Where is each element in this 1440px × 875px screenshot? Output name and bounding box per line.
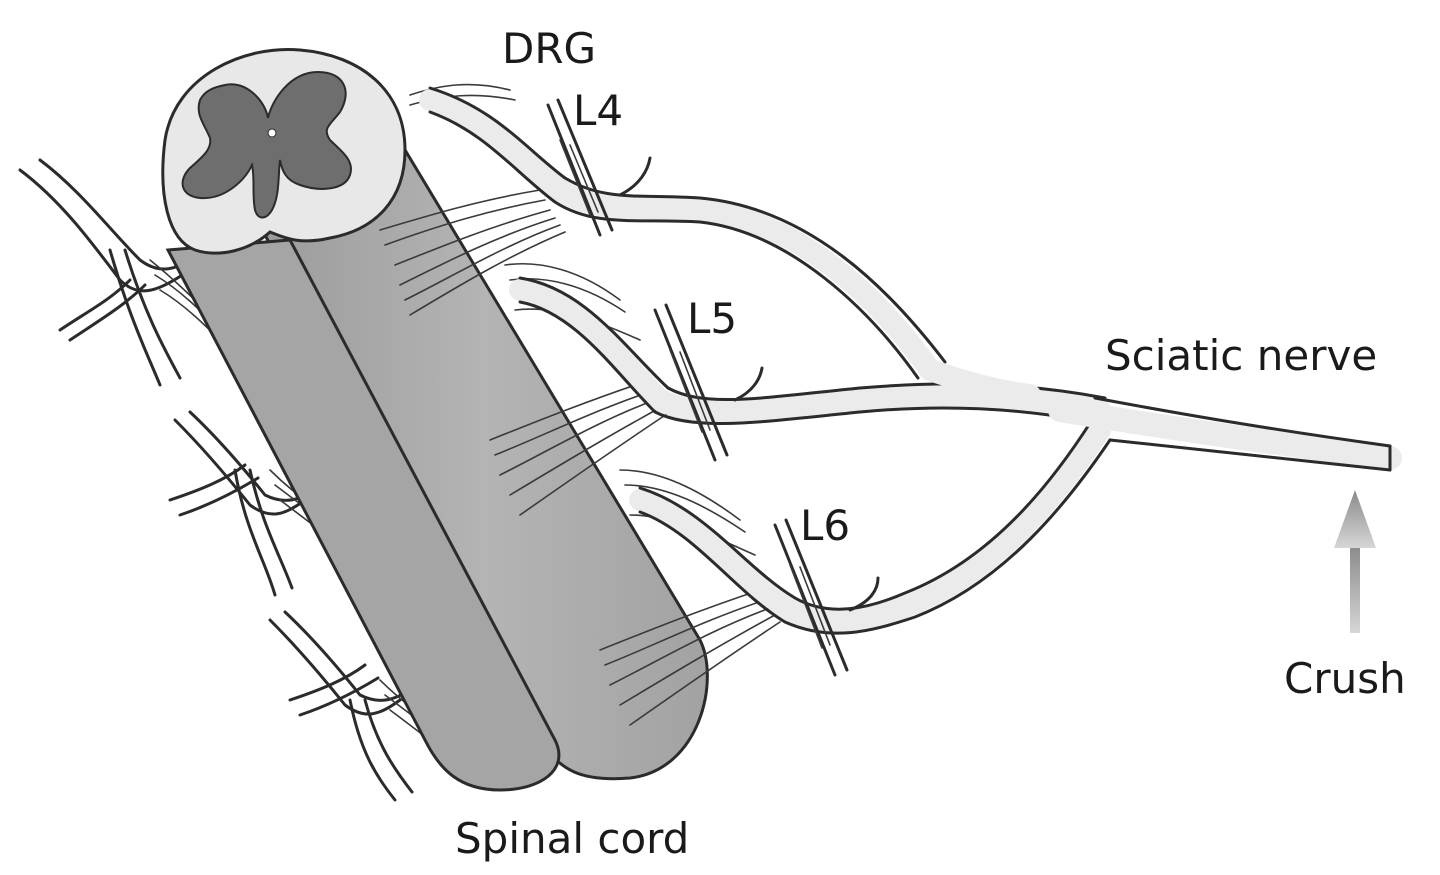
label-l6: L6 [800, 501, 850, 550]
drg-l5 [653, 303, 729, 462]
label-crush: Crush [1284, 654, 1406, 703]
label-l4: L4 [573, 86, 623, 135]
drg-l4 [546, 98, 614, 237]
rootlets-l6 [599, 469, 781, 726]
crush-arrow [1334, 490, 1376, 633]
label-spinal-cord: Spinal cord [455, 814, 689, 863]
sciatic-nerve-tree [419, 86, 1402, 635]
label-sciatic-nerve: Sciatic nerve [1105, 331, 1377, 380]
label-drg: DRG [502, 24, 596, 73]
grey-matter [181, 70, 352, 219]
spinal-cord [161, 47, 709, 792]
rootlets-l4 [379, 83, 566, 316]
label-l5: L5 [687, 294, 737, 343]
left-nerve-roots [18, 158, 456, 802]
central-canal [267, 128, 277, 138]
drg-l6 [773, 518, 849, 677]
left-root-upper [18, 158, 231, 387]
dorsal-root-ganglia [546, 98, 849, 677]
